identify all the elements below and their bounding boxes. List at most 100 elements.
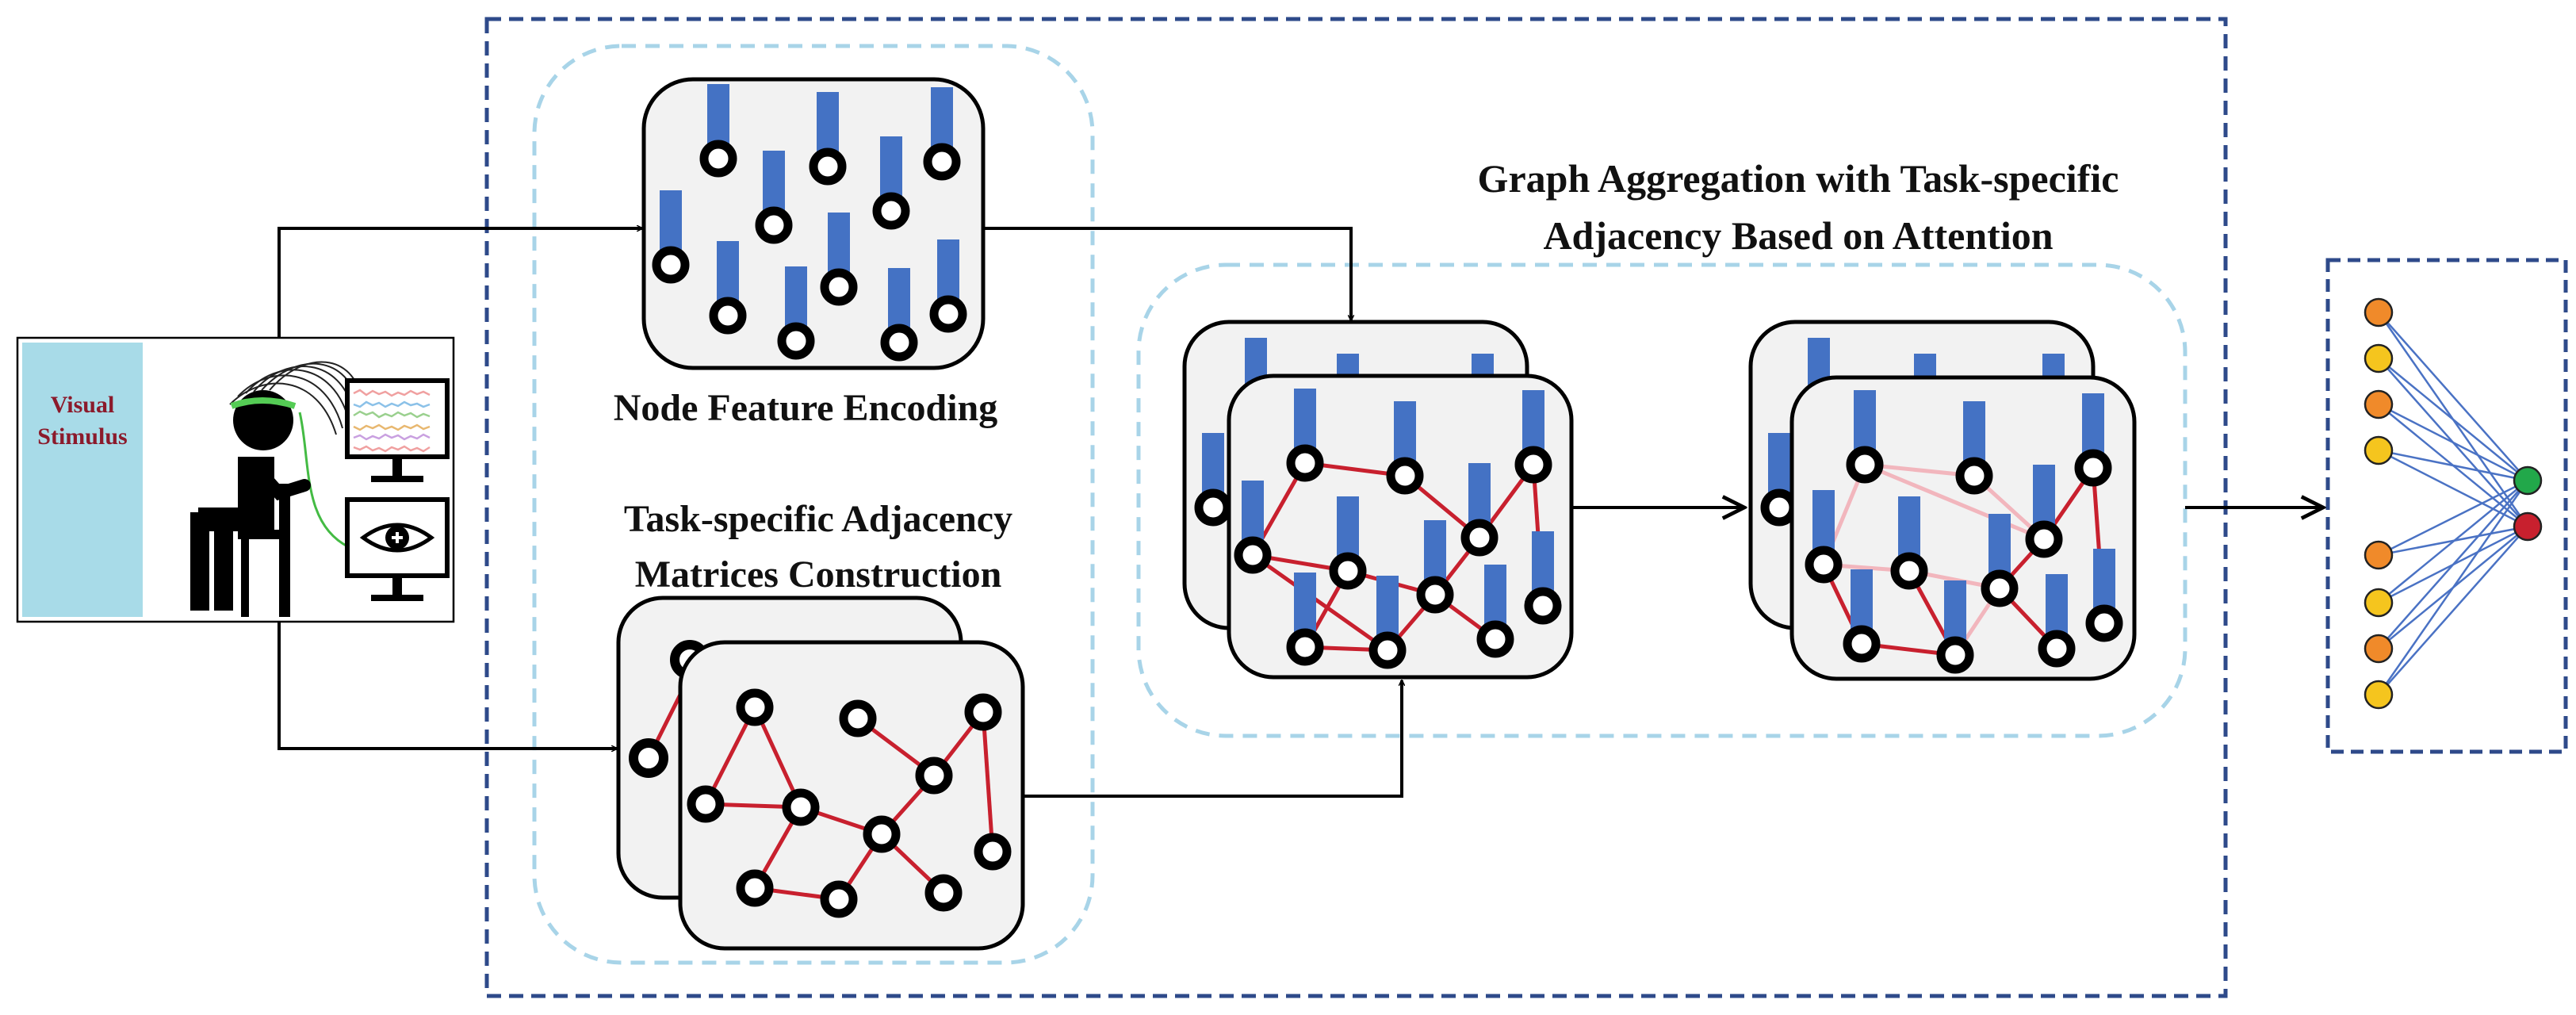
node-ring bbox=[1476, 620, 1514, 658]
encoded-node bbox=[709, 241, 747, 335]
aggregation-label-line2: Adjacency Based on Attention bbox=[1543, 213, 2053, 258]
graph-edge bbox=[1864, 462, 2045, 542]
aggregation-group-box bbox=[1136, 262, 2187, 738]
node-ring bbox=[929, 295, 967, 333]
input-neuron bbox=[2364, 588, 2394, 618]
graph-node bbox=[1955, 401, 1993, 495]
node-ring bbox=[2085, 604, 2123, 642]
encoded-node bbox=[699, 84, 737, 178]
graph-node bbox=[1386, 401, 1424, 495]
graph-node bbox=[964, 693, 1002, 731]
graph-node bbox=[782, 788, 820, 826]
adjacency-label-line1: Task-specific Adjacency bbox=[624, 498, 1012, 540]
graph-node bbox=[1805, 490, 1843, 584]
node-ring bbox=[777, 322, 815, 360]
graph-node bbox=[1368, 576, 1407, 669]
classifier-link bbox=[2378, 479, 2528, 557]
node-ring bbox=[1194, 488, 1232, 527]
node-ring bbox=[1890, 552, 1928, 590]
graph-node bbox=[1286, 389, 1324, 482]
classifier-link bbox=[2378, 449, 2528, 482]
node-feature-encoding-label: Node Feature Encoding bbox=[614, 387, 997, 429]
stimulus-label-line1: Visual bbox=[51, 392, 115, 418]
graph-node bbox=[1234, 481, 1272, 574]
graph-node bbox=[924, 874, 963, 912]
classifier-link bbox=[2378, 358, 2528, 481]
input-neuron bbox=[2364, 389, 2394, 419]
input-neuron bbox=[2364, 435, 2394, 465]
node-ring bbox=[1416, 576, 1454, 614]
classifier-link bbox=[2378, 480, 2528, 603]
encoded-node bbox=[872, 136, 910, 230]
node-ring bbox=[923, 143, 961, 181]
node-ring bbox=[820, 268, 858, 306]
graph-node bbox=[1846, 390, 1884, 484]
adjacency-matrix-front-card bbox=[678, 640, 1025, 951]
node-ring bbox=[1936, 636, 1974, 674]
classifier-link bbox=[2378, 526, 2528, 695]
graph-node bbox=[1981, 514, 2019, 607]
node-ring bbox=[1460, 519, 1499, 557]
node-ring bbox=[2074, 449, 2112, 487]
node-ring bbox=[1843, 625, 1881, 663]
node-ring bbox=[1760, 488, 1798, 527]
stimulus-bar bbox=[22, 343, 143, 617]
eye-monitor-icon bbox=[345, 497, 450, 601]
node-ring bbox=[1514, 446, 1552, 484]
graph-node bbox=[2038, 574, 2076, 668]
node-ring bbox=[709, 297, 747, 335]
input-neuron bbox=[2364, 680, 2394, 710]
graph-node bbox=[1843, 569, 1881, 663]
graph-node bbox=[1524, 531, 1562, 625]
node-ring bbox=[1955, 457, 1993, 495]
node-ring bbox=[872, 192, 910, 230]
encoded-node bbox=[923, 87, 961, 181]
graph-node bbox=[1476, 565, 1514, 658]
node-ring bbox=[652, 246, 690, 284]
node-ring bbox=[1234, 536, 1272, 574]
classifier-link bbox=[2378, 403, 2528, 482]
output-neuron-red bbox=[2513, 511, 2543, 542]
graph-node bbox=[1286, 573, 1324, 666]
node-ring bbox=[699, 140, 737, 178]
stimulus-label-line2: Stimulus bbox=[37, 423, 127, 450]
graph-node bbox=[839, 699, 877, 737]
graph-node bbox=[687, 785, 725, 823]
classifier-link bbox=[2378, 480, 2528, 649]
input-neuron bbox=[2364, 297, 2394, 327]
graph-node bbox=[1329, 496, 1367, 590]
classifier-link bbox=[2377, 480, 2529, 695]
graph-node bbox=[974, 833, 1012, 871]
node-ring bbox=[1524, 587, 1562, 625]
encoded-node bbox=[652, 190, 690, 284]
encoding-group-box bbox=[532, 44, 1095, 965]
graph-node bbox=[2025, 465, 2063, 558]
node-ring bbox=[1846, 446, 1884, 484]
graph-node bbox=[915, 756, 953, 795]
graph-node bbox=[820, 880, 858, 918]
classifier-link bbox=[2378, 312, 2528, 481]
classifier-link bbox=[2378, 449, 2528, 528]
graph-node bbox=[1890, 496, 1928, 590]
arrow-encoding-to-aggregation bbox=[983, 227, 1351, 320]
arrow-stimulus-to-encoding bbox=[278, 228, 642, 338]
classifier-box bbox=[2325, 258, 2568, 754]
node-feature-encoding-box bbox=[641, 77, 986, 370]
output-neuron-green bbox=[2513, 465, 2543, 496]
arrow-stimulus-to-adjacency bbox=[278, 622, 617, 749]
node-ring bbox=[1368, 631, 1407, 669]
input-neuron bbox=[2364, 540, 2394, 570]
encoded-node bbox=[880, 268, 918, 362]
node-ring bbox=[1805, 546, 1843, 584]
aggregation-label-line1: Graph Aggregation with Task-specific bbox=[1478, 156, 2119, 201]
encoded-node bbox=[820, 213, 858, 306]
node-ring bbox=[809, 147, 847, 186]
classifier-network bbox=[2364, 297, 2543, 710]
node-ring bbox=[1286, 444, 1324, 482]
graph-node bbox=[1514, 390, 1552, 484]
graph-node bbox=[736, 688, 774, 726]
graph-node bbox=[736, 869, 774, 907]
graph-edge bbox=[1251, 553, 1389, 653]
encoded-node bbox=[755, 151, 793, 244]
node-ring bbox=[1329, 552, 1367, 590]
